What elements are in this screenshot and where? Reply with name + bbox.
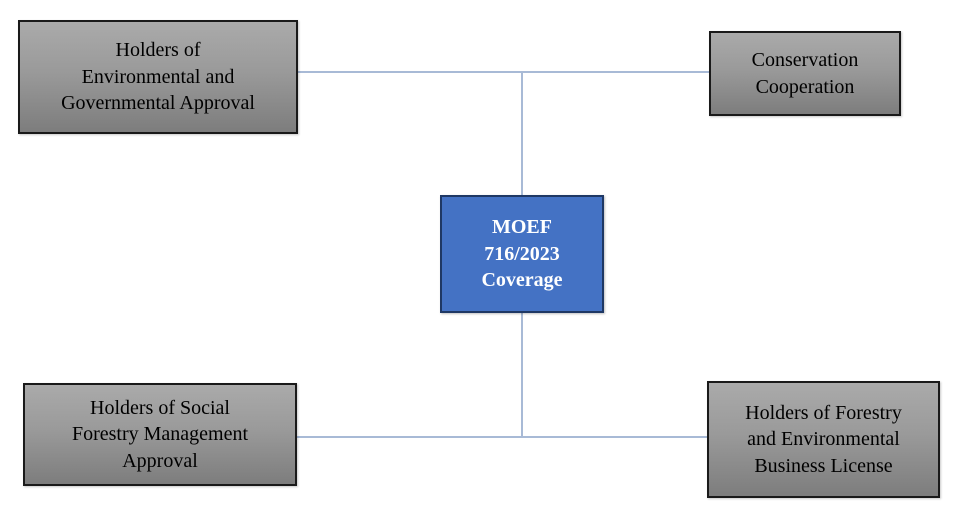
connector-top-horizontal [297,71,709,73]
node-holders-forestry-environmental-business-license[interactable]: Holders of Forestry and Environmental Bu… [707,381,940,498]
node-conservation-cooperation[interactable]: Conservation Cooperation [709,31,901,116]
node-label: Holders of Environmental and Governmenta… [61,39,255,115]
connector-vertical-bottom [521,312,523,438]
connector-bottom-horizontal [297,436,707,438]
node-holders-social-forestry-management-approval[interactable]: Holders of Social Forestry Management Ap… [23,383,297,486]
node-label: MOEF 716/2023 Coverage [481,216,563,292]
node-moef-coverage-center[interactable]: MOEF 716/2023 Coverage [440,195,604,313]
node-label: Holders of Forestry and Environmental Bu… [745,401,902,477]
node-label: Conservation Cooperation [751,49,859,98]
node-label: Holders of Social Forestry Management Ap… [71,396,249,472]
node-holders-environmental-governmental-approval[interactable]: Holders of Environmental and Governmenta… [18,20,298,134]
connector-vertical-top [521,71,523,196]
